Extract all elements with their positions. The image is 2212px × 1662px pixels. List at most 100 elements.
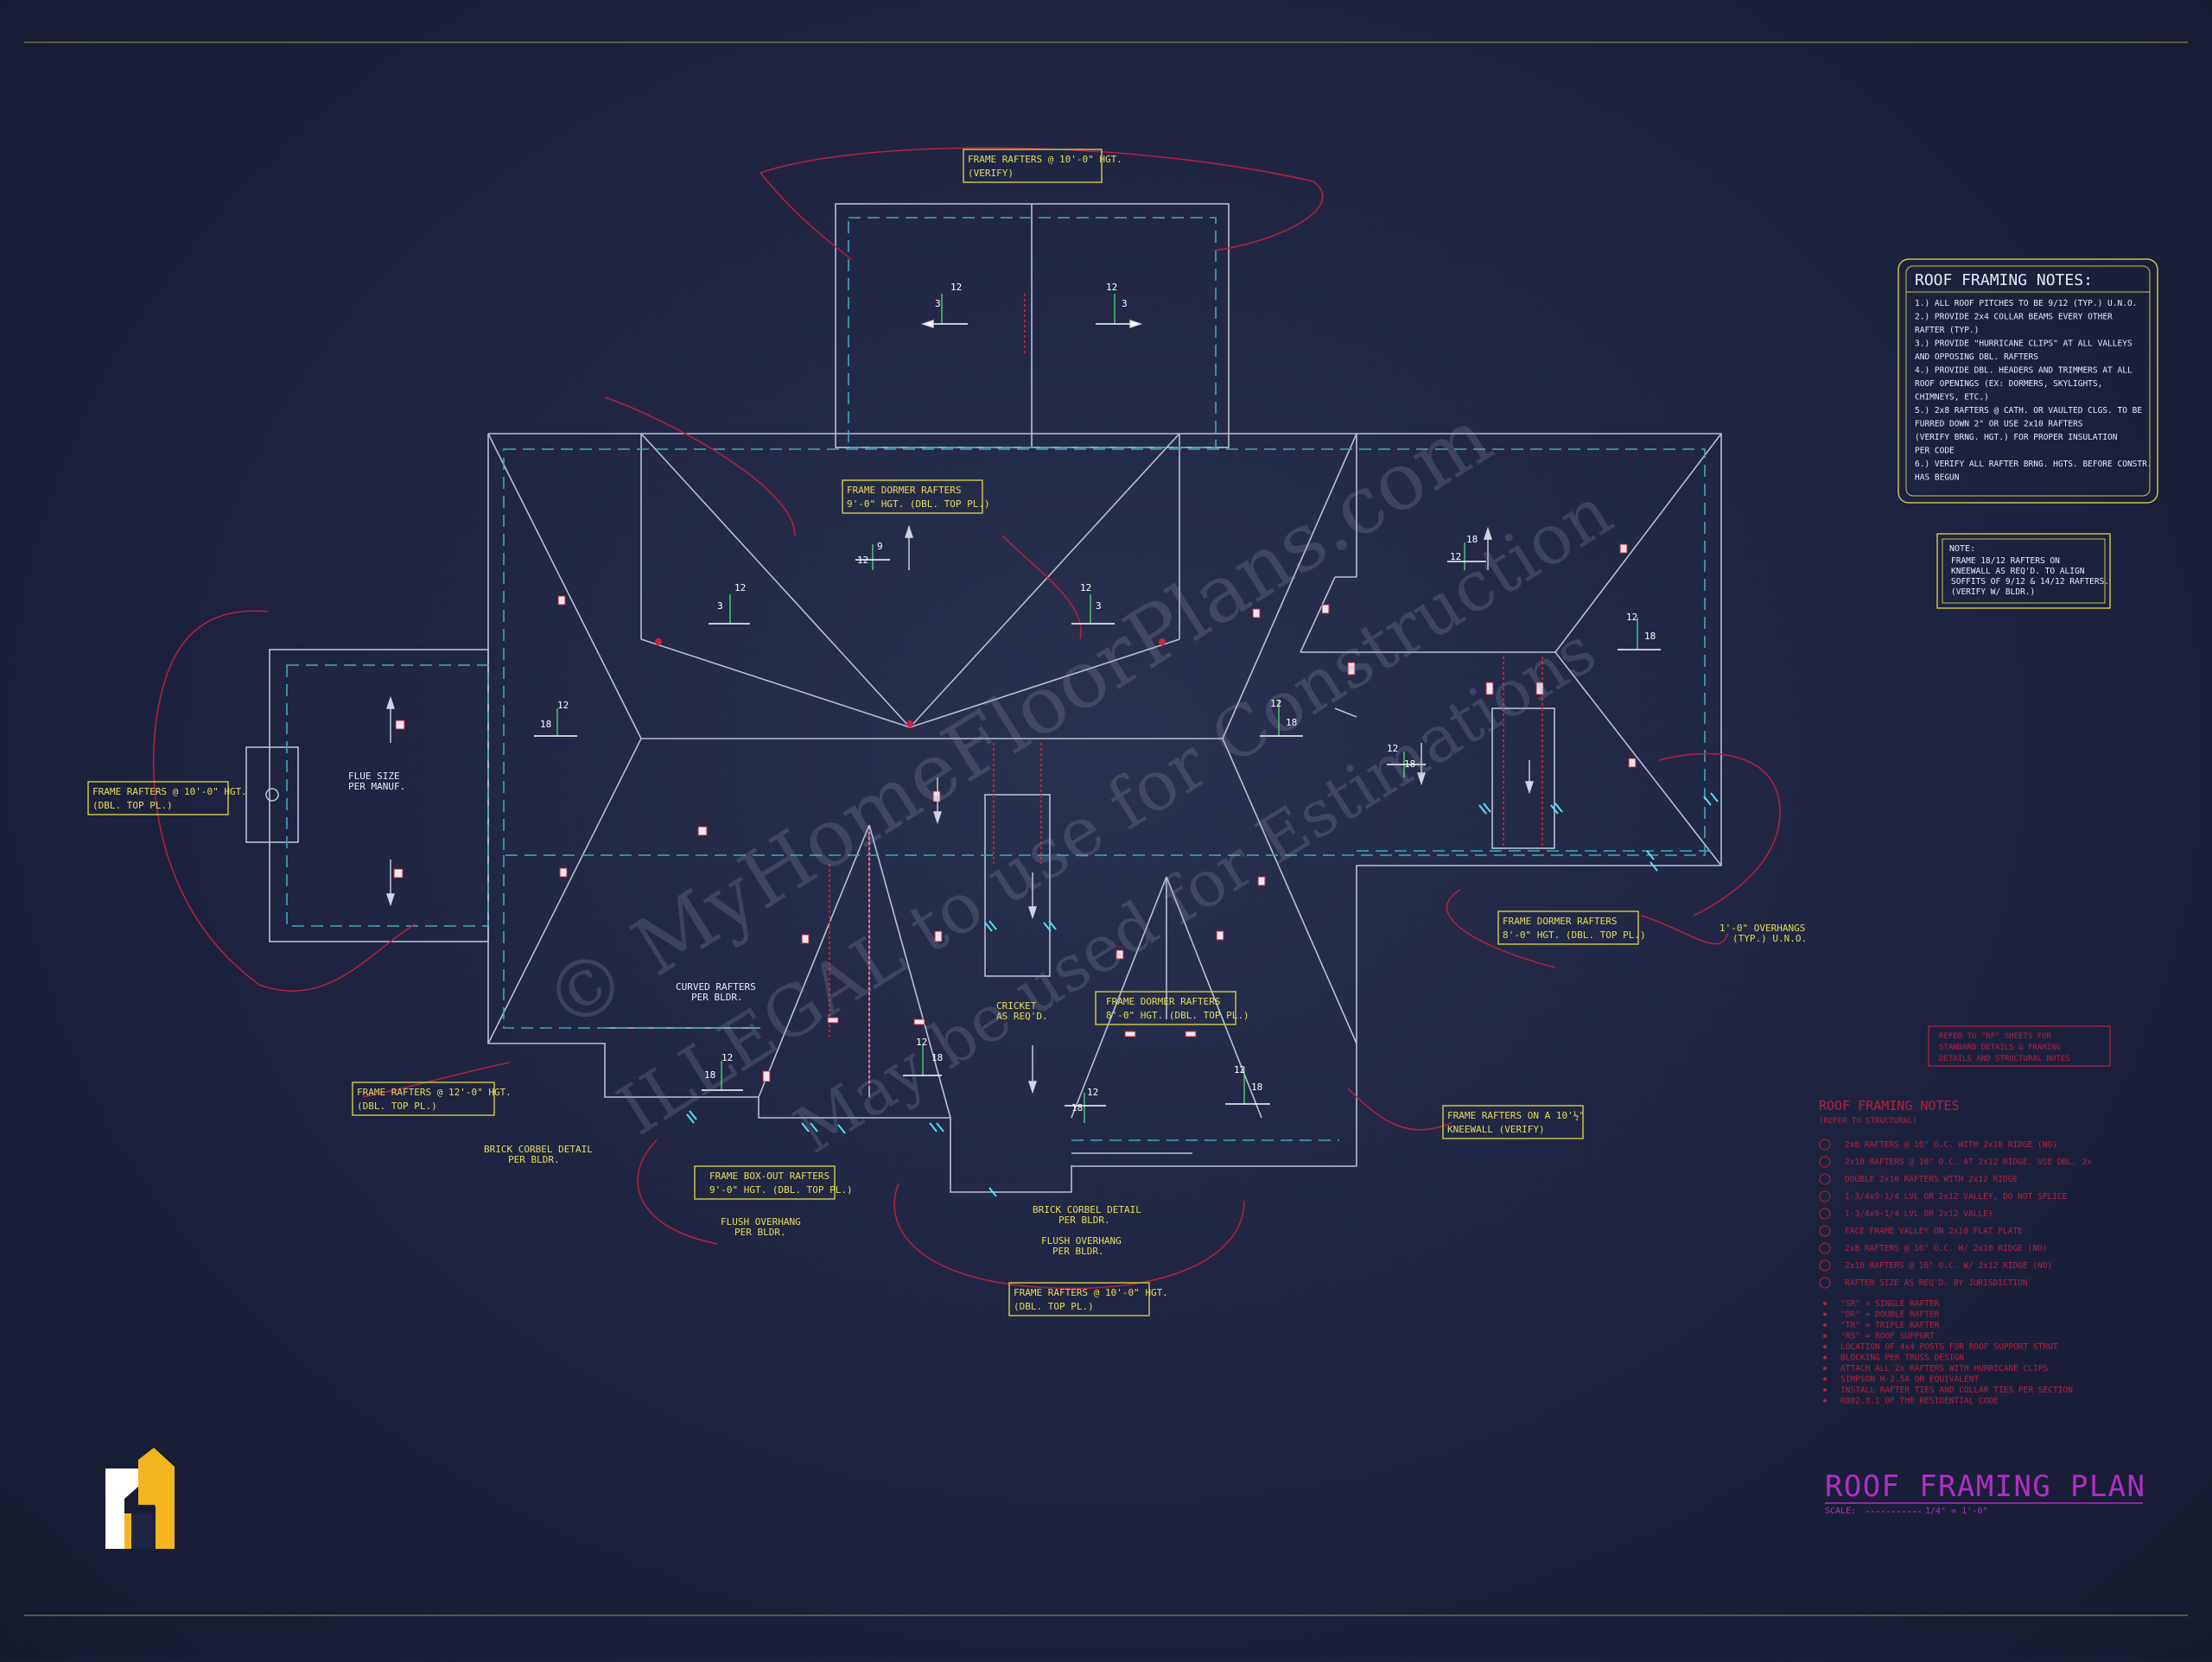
svg-text:18: 18 bbox=[1251, 1082, 1262, 1093]
callout-texts: FRAME RAFTERS @ 10'-0" HGT. (VERIFY) FRA… bbox=[92, 154, 1807, 1312]
notes-item: PER CODE bbox=[1915, 447, 1955, 456]
roof-outline bbox=[245, 203, 1722, 1193]
legend-item: 1-3/4x9-1/4 LVL OR 2x12 VALLEY, DO NOT S… bbox=[1845, 1192, 2068, 1202]
bullet-item: BLOCKING PER TRUSS DESIGN bbox=[1840, 1354, 1964, 1363]
refer-line: REFER TO "RF" SHEETS FOR bbox=[1939, 1032, 2052, 1041]
svg-text:12: 12 bbox=[1450, 551, 1461, 562]
legend-item: FACE FRAME VALLEY ON 2x10 FLAT PLATE bbox=[1845, 1227, 2023, 1236]
flush-overhang-label-1: FLUSH OVERHANG bbox=[721, 1216, 801, 1227]
bullet-item: R802.3.1 OF THE RESIDENTIAL CODE bbox=[1840, 1397, 1999, 1406]
bullet-dot bbox=[1823, 1312, 1827, 1316]
legend-symbol bbox=[1819, 1259, 1831, 1272]
notes-item: HAS BEGUN bbox=[1915, 473, 1960, 483]
overhang-label-2: (TYP.) U.N.O. bbox=[1732, 933, 1807, 944]
svg-text:18: 18 bbox=[704, 1069, 715, 1081]
flue-label-1: FLUE SIZE bbox=[348, 771, 400, 782]
callout-kneewall-1: FRAME RAFTERS ON A 10'½" bbox=[1447, 1110, 1585, 1121]
brand-logo bbox=[105, 1448, 175, 1549]
callout-kneewall-2: KNEEWALL (VERIFY) bbox=[1447, 1124, 1545, 1135]
notes-item: CHIMNEYS, ETC.) bbox=[1915, 393, 1989, 403]
flue-label-2: PER MANUF. bbox=[348, 781, 405, 792]
legend-item: 1-3/4x9-1/4 LVL OR 2x12 VALLEY bbox=[1845, 1209, 1993, 1219]
rafter-arrow bbox=[1525, 760, 1534, 795]
rafter-arrow bbox=[1484, 526, 1492, 570]
svg-text:3: 3 bbox=[717, 600, 723, 612]
bullet-item: INSTALL RAFTER TIES AND COLLAR TIES PER … bbox=[1840, 1386, 2073, 1395]
notes-title: ROOF FRAMING NOTES: bbox=[1915, 271, 2093, 289]
notes-item: 6.) VERIFY ALL RAFTER BRNG. HGTS. BEFORE… bbox=[1915, 460, 2152, 469]
cricket-label-1: CRICKET bbox=[996, 1000, 1037, 1012]
callout-boxout-2: 9'-0" HGT. (DBL. TOP PL.) bbox=[709, 1184, 853, 1196]
legend-symbol bbox=[1819, 1242, 1831, 1254]
notes-items: 1.) ALL ROOF PITCHES TO BE 9/12 (TYP.) U… bbox=[1915, 299, 2152, 483]
title-block: ROOF FRAMING PLAN SCALE: 1/4" = 1'-0" bbox=[1825, 1469, 2145, 1516]
note-item: SOFFITS OF 9/12 & 14/12 RAFTERS. bbox=[1951, 577, 2109, 587]
brick-corbel-label-2: PER BLDR. bbox=[508, 1154, 560, 1165]
callout-left-1: FRAME RAFTERS @ 10'-0" HGT. bbox=[92, 786, 247, 797]
rafter-arrow bbox=[933, 777, 942, 825]
watermark-line-3: May be used for Estimations bbox=[782, 613, 1609, 1168]
bullet-item: LOCATION OF 4x4 POSTS FOR ROOF SUPPORT S… bbox=[1840, 1342, 2058, 1352]
bullet-item: ATTACH ALL 2x RAFTERS WITH HURRICANE CLI… bbox=[1840, 1364, 2048, 1373]
rafter-arrow bbox=[1417, 743, 1426, 786]
rafter-arrow bbox=[1028, 872, 1037, 920]
overhang-label-1: 1'-0" OVERHANGS bbox=[1719, 923, 1805, 934]
pitch-mark: 123 bbox=[1096, 282, 1143, 328]
watermark-line-1: © MyHomeFloorPlans.com bbox=[528, 390, 1507, 1050]
legend-symbol bbox=[1819, 1190, 1831, 1202]
callout-dormer-right-2: 8'-0" HGT. (DBL. TOP PL.) bbox=[1503, 929, 1646, 941]
callout-dormer-top-1: FRAME DORMER RAFTERS bbox=[847, 485, 961, 496]
notes-item: 1.) ALL ROOF PITCHES TO BE 9/12 (TYP.) U… bbox=[1915, 299, 2137, 308]
pitch-mark: 123 bbox=[1071, 582, 1115, 625]
cricket-outline bbox=[984, 794, 1051, 977]
svg-text:12: 12 bbox=[721, 1052, 733, 1063]
bullet-item: "RS" = ROOF SUPPORT bbox=[1840, 1332, 1935, 1342]
scale-label: SCALE: bbox=[1825, 1507, 1856, 1516]
notes-item: 2.) PROVIDE 2x4 COLLAR BEAMS EVERY OTHER bbox=[1915, 313, 2113, 322]
svg-text:3: 3 bbox=[935, 298, 941, 309]
notes-item: RAFTER (TYP.) bbox=[1915, 326, 1979, 335]
callout-lower-left-2: (DBL. TOP PL.) bbox=[357, 1101, 437, 1112]
brick-corbel-label-1: BRICK CORBEL DETAIL bbox=[484, 1144, 593, 1155]
bullet-dot bbox=[1823, 1377, 1827, 1381]
rafter-tags bbox=[393, 543, 1637, 1082]
legend-item: 2x8 RAFTERS @ 16" O.C. WITH 2x10 RIDGE (… bbox=[1845, 1140, 2057, 1150]
notes-item: AND OPPOSING DBL. RAFTERS bbox=[1915, 352, 2038, 362]
bullet-dot bbox=[1823, 1399, 1827, 1403]
note-item: FRAME 18/12 RAFTERS ON bbox=[1951, 556, 2060, 566]
svg-text:18: 18 bbox=[1071, 1102, 1083, 1113]
svg-text:12: 12 bbox=[1087, 1087, 1098, 1098]
notes-item: 4.) PROVIDE DBL. HEADERS AND TRIMMERS AT… bbox=[1915, 366, 2133, 376]
legend-item: RAFTER SIZE AS REQ'D. BY JURISDICTION bbox=[1845, 1278, 2028, 1288]
notes-item: 3.) PROVIDE "HURRICANE CLIPS" AT ALL VAL… bbox=[1915, 339, 2133, 349]
notes-item: ROOF OPENINGS (EX: DORMERS, SKYLIGHTS, bbox=[1915, 379, 2102, 389]
notes-item: (VERIFY BRNG. HGT.) FOR PROPER INSULATIO… bbox=[1915, 433, 2118, 442]
svg-text:12: 12 bbox=[1106, 282, 1117, 293]
callout-dormer-mid-2: 8'-0" HGT. (DBL. TOP PL.) bbox=[1106, 1010, 1249, 1021]
red-notes-title: ROOF FRAMING NOTES bbox=[1819, 1098, 1960, 1113]
cricket-label-2: AS REQ'D. bbox=[996, 1011, 1048, 1022]
bullet-dot bbox=[1823, 1367, 1827, 1370]
svg-text:18: 18 bbox=[1404, 758, 1415, 770]
chimney-outline bbox=[245, 746, 299, 843]
callout-top-2: (VERIFY) bbox=[968, 168, 1014, 179]
rafter-arrow bbox=[386, 860, 395, 907]
red-notes-subtitle: (REFER TO STRUCTURAL) bbox=[1819, 1117, 1917, 1126]
svg-text:12: 12 bbox=[1270, 698, 1281, 709]
svg-text:12: 12 bbox=[1387, 743, 1398, 754]
legend-symbol bbox=[1819, 1277, 1831, 1289]
main-body-outline bbox=[487, 433, 1722, 1193]
svg-text:3: 3 bbox=[1096, 600, 1102, 612]
white-labels: FLUE SIZE PER MANUF. CURVED RAFTERS PER … bbox=[348, 771, 756, 1003]
bullet-dot bbox=[1823, 1388, 1827, 1392]
